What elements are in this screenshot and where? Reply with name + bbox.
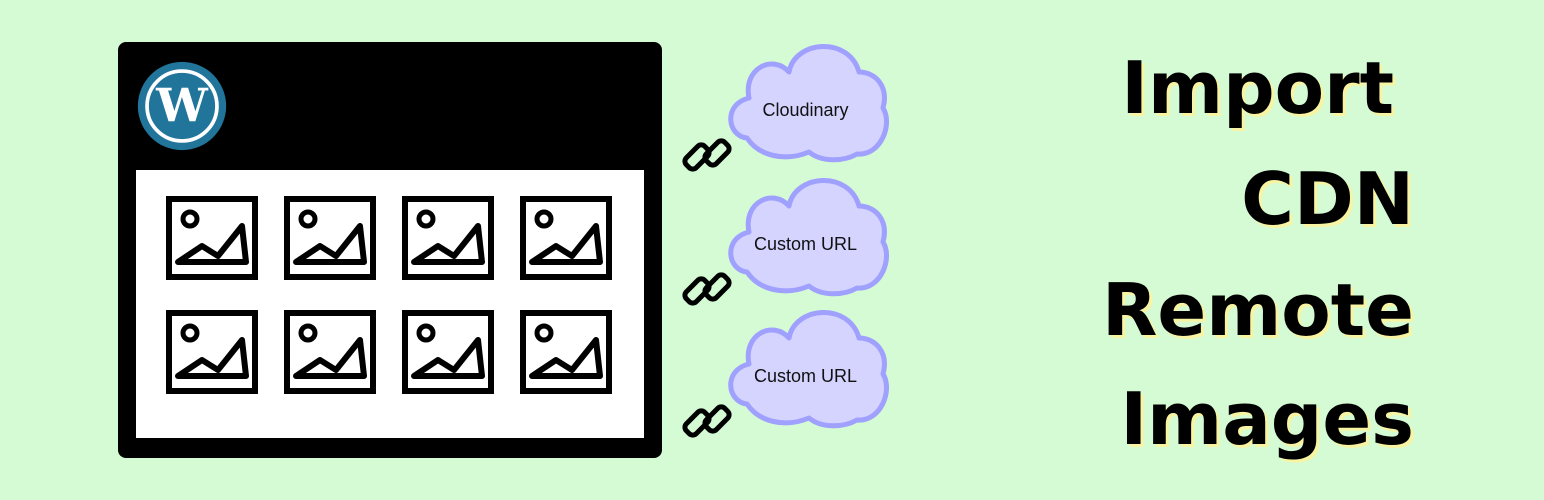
chain-link-icon <box>682 272 732 306</box>
cloud-icon <box>728 310 890 429</box>
image-placeholder-icon <box>166 196 258 280</box>
headline-line-2: CDN <box>1241 157 1414 241</box>
image-placeholder-icon <box>166 310 258 394</box>
chain-link-icon <box>682 404 732 438</box>
headline-line-1: Import <box>1121 46 1394 130</box>
image-placeholder-icon <box>520 196 612 280</box>
image-placeholder-icon <box>402 196 494 280</box>
media-library-panel <box>136 170 644 438</box>
image-placeholder-icon <box>284 310 376 394</box>
chain-link-icon <box>682 138 732 172</box>
svg-text:W: W <box>155 79 209 133</box>
browser-window: W <box>118 42 662 458</box>
cloud-label-custom-url: Custom URL <box>753 366 858 386</box>
cloud-label-cloudinary: Cloudinary <box>762 100 849 120</box>
headline-line-3: Remote <box>1101 268 1414 352</box>
wordpress-logo-icon: W <box>137 61 227 151</box>
image-placeholder-icon <box>284 196 376 280</box>
cloud-icon <box>728 178 890 297</box>
image-placeholder-icon <box>402 310 494 394</box>
cloud-label-custom-url: Custom URL <box>753 234 858 254</box>
cloud-icon <box>728 44 890 163</box>
image-placeholder-icon <box>520 310 612 394</box>
headline-line-4: Images <box>1120 377 1414 461</box>
